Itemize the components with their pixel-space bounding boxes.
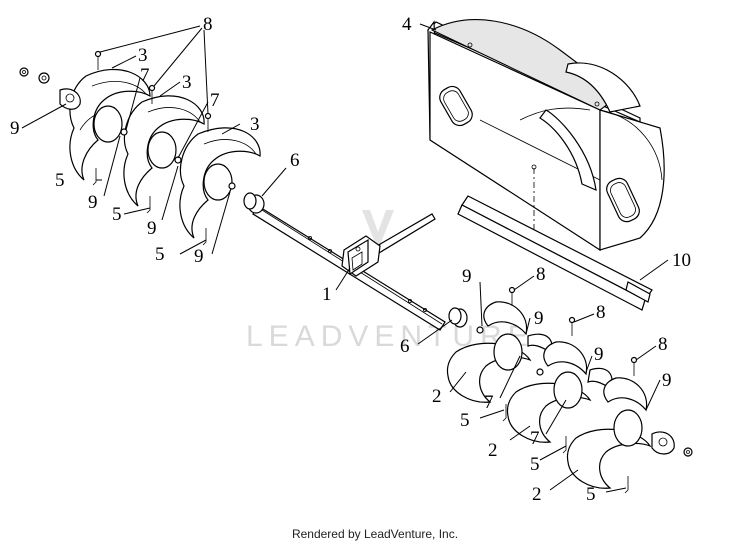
callout-9-left-cap: 9 [10,118,20,139]
callouts: 8 3 7 3 7 3 9 5 9 5 9 5 9 6 4 10 1 6 9 8… [10,14,691,505]
callout-10: 10 [672,250,691,271]
callout-8-top: 8 [203,14,213,35]
bushing-upper[interactable] [243,192,265,214]
callout-5-left-2: 5 [112,204,122,225]
auger-flight-right-3[interactable] [566,377,652,489]
callout-5-right-2: 5 [530,454,540,475]
callout-8-right-1: 8 [536,264,546,285]
callout-6-upper: 6 [290,150,300,171]
callout-6-lower: 6 [400,336,410,357]
callout-3-left-2: 3 [182,72,192,93]
hardware-right [476,286,638,494]
callout-2-right-3: 2 [532,484,542,505]
callout-4: 4 [402,14,412,35]
callout-9-right-1: 9 [462,266,472,287]
leader-lines [21,23,669,493]
callout-3-left-1: 3 [138,45,148,66]
callout-1: 1 [322,284,332,305]
auger-flight-left-1[interactable] [69,68,151,181]
mounting-bar[interactable] [457,195,653,311]
callout-5-right-1: 5 [460,410,470,431]
callout-9-left-2: 9 [147,218,157,239]
callout-9-left-1: 9 [88,192,98,213]
footer-credit: Rendered by LeadVenture, Inc. [291,527,459,541]
callout-8-right-3: 8 [658,334,668,355]
auger-flight-right-1[interactable] [446,301,553,403]
callout-5-right-3: 5 [586,484,596,505]
callout-7-right-2: 7 [530,428,540,449]
callout-9-left-3: 9 [194,246,204,267]
auger-flight-left-2[interactable] [123,95,205,207]
end-cap-right[interactable] [651,431,693,457]
auger-housing[interactable] [426,19,665,252]
callout-3-left-3: 3 [250,114,260,135]
callout-7-left-1: 7 [140,65,150,86]
callout-9-right-4: 9 [662,370,672,391]
callout-7-left-2: 7 [210,90,220,111]
callout-9-right-2: 9 [534,308,544,329]
callout-2-right-1: 2 [432,386,442,407]
end-cap-left[interactable] [19,67,81,110]
callout-5-left-3: 5 [155,244,165,265]
gearbox[interactable] [341,235,381,277]
auger-flight-left-3[interactable] [179,127,261,239]
callout-7-right-1: 7 [484,392,494,413]
callout-2-right-2: 2 [488,440,498,461]
callout-8-right-2: 8 [596,302,606,323]
hardware-left [92,50,236,246]
callout-5-left-1: 5 [55,170,65,191]
callout-9-right-3: 9 [594,344,604,365]
